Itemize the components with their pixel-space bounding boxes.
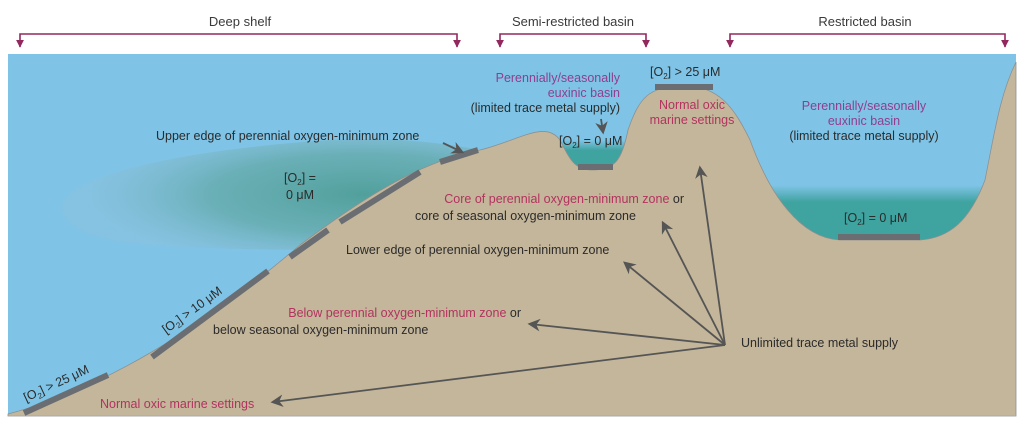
arrow-to-below [527,318,726,346]
bar-omz-lower [288,227,330,260]
label-normal-oxic: Normal oxic marine settings [100,397,254,411]
label-restricted-note: (limited trace metal supply) [789,129,938,143]
region-label-restricted: Restricted basin [818,14,911,29]
arrows [270,118,726,407]
label-peak-setting-2: marine settings [650,113,735,127]
label-restricted-title-1: Perennially/seasonally [802,99,927,113]
semi-basin-water [560,140,630,170]
region-label-semi-restricted: Semi-restricted basin [512,14,634,29]
label-omz-o2-zero-value: 0 μM [286,188,314,202]
label-omz-core-line1: Core of perennial oxygen-minimum zone or [444,192,684,206]
arrow-to-core [661,220,726,346]
bracket-deep-shelf [16,33,461,48]
label-semi-basin-title-1: Perennially/seasonally [496,71,621,85]
label-omz-lower-edge: Lower edge of perennial oxygen-minimum z… [346,243,609,257]
bar-slope-25 [22,372,110,416]
label-below-omz-line2: below seasonal oxygen-minimum zone [213,323,428,337]
label-restricted-o2: [O2] = 0 μM [844,211,907,227]
sediment-bars [22,84,920,416]
label-unlimited-supply: Unlimited trace metal supply [741,336,899,350]
region-brackets [16,33,1009,48]
bar-omz-core [338,169,422,225]
label-semi-basin-o2: [O2] = 0 μM [559,134,622,150]
arrow-semi-basin [595,118,608,135]
label-omz-o2-zero: [O2] = [284,171,316,187]
restricted-basin-water [745,140,1000,241]
arrow-upper-edge [442,141,465,154]
label-omz-core-line2: core of seasonal oxygen-minimum zone [415,209,636,223]
region-label-deep-shelf: Deep shelf [209,14,272,29]
arrow-to-normal [270,344,726,407]
label-semi-basin-note: (limited trace metal supply) [471,101,620,115]
label-below-omz-line1: Below perennial oxygen-minimum zone or [288,306,521,320]
bracket-semi-restricted [496,33,650,48]
label-restricted-title-2: euxinic basin [828,114,900,128]
arrow-to-peak [695,165,726,346]
seafloor-sediment [7,61,1017,417]
label-semi-basin-title-2: euxinic basin [548,86,620,100]
bracket-restricted [726,33,1009,48]
bar-slope-10 [150,268,270,360]
label-peak-o2: [O2] > 25 μM [650,65,720,81]
bar-omz-upper [439,147,479,165]
label-upper-edge-omz: Upper edge of perennial oxygen-minimum z… [156,129,419,143]
label-peak-setting-1: Normal oxic [659,98,725,112]
arrow-to-lower-edge [623,261,726,346]
